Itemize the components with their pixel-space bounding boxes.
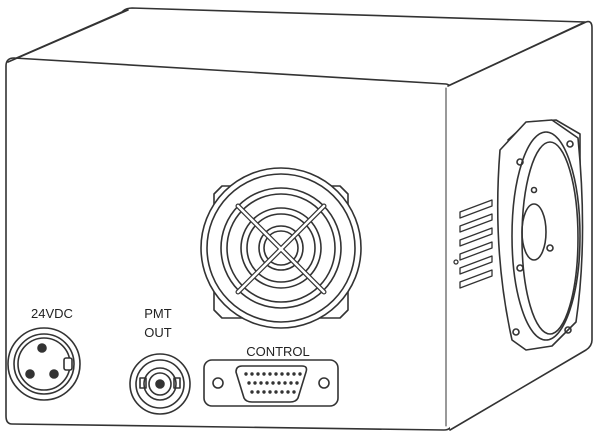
dsub-pin xyxy=(286,372,290,376)
dsub-pin xyxy=(286,390,290,394)
dsub-pin xyxy=(292,372,296,376)
control-dsub-connector xyxy=(203,359,339,407)
power-label: 24VDC xyxy=(31,306,73,321)
side-vents xyxy=(453,199,493,289)
pmt-label-line2: OUT xyxy=(144,325,172,340)
dsub-pin xyxy=(256,390,260,394)
dsub-pin xyxy=(274,372,278,376)
dsub-pin xyxy=(250,390,254,394)
dsub-pin xyxy=(259,381,263,385)
dsub-pin xyxy=(280,390,284,394)
dsub-pin xyxy=(298,372,302,376)
dsub-pin xyxy=(280,372,284,376)
dsub-pin xyxy=(268,390,272,394)
dsub-pin xyxy=(250,372,254,376)
dsub-pins xyxy=(244,372,302,394)
dsub-pin xyxy=(247,381,251,385)
fan-grille xyxy=(200,167,362,329)
power-connector xyxy=(7,327,81,401)
dsub-pin xyxy=(289,381,293,385)
dsub-pin xyxy=(265,381,269,385)
dsub-pin xyxy=(262,372,266,376)
dsub-pin xyxy=(292,390,296,394)
dsub-pin xyxy=(262,390,266,394)
pmt-label-line1: PMT xyxy=(144,306,172,321)
control-label: CONTROL xyxy=(246,344,310,359)
dsub-pin xyxy=(253,381,257,385)
dsub-pin xyxy=(277,381,281,385)
dsub-pin xyxy=(283,381,287,385)
dsub-pin xyxy=(256,372,260,376)
dsub-pin xyxy=(244,372,248,376)
dsub-pin xyxy=(274,390,278,394)
side-flange-port xyxy=(496,119,584,351)
dsub-pin xyxy=(271,381,275,385)
pmt-out-bnc-connector xyxy=(129,353,191,415)
dsub-pin xyxy=(295,381,299,385)
dsub-pin xyxy=(268,372,272,376)
